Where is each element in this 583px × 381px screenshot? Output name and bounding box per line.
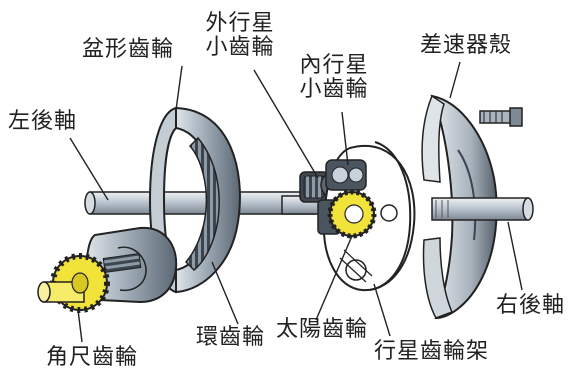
leader-ring-gear [211, 261, 239, 325]
label-inner-planet-line2: 小齒輪 [299, 77, 369, 102]
label-ring-gear: 環齒輪 [196, 325, 266, 350]
label-ring-bevel-gear: 盆形齒輪 [82, 37, 175, 62]
case-bolt [479, 107, 523, 127]
label-inner-planet: 內行星 小齒輪 [296, 54, 372, 102]
label-right-axle: 右後軸 [496, 293, 566, 318]
leader-lines [69, 61, 523, 343]
sun-gear [327, 189, 377, 239]
label-outer-planet-line1: 外行星 [205, 11, 275, 36]
left-axle-shaft [84, 191, 316, 215]
leader-left-axle [69, 137, 109, 201]
label-inner-planet-line1: 內行星 [299, 53, 369, 78]
leader-planet-carrier [373, 283, 391, 337]
leader-pinion-gear [77, 309, 83, 343]
right-axle-shaft [431, 197, 534, 221]
leader-right-axle [507, 221, 523, 291]
leader-ring-bevel-gear [175, 65, 183, 111]
label-pinion-gear: 角尺齒輪 [46, 345, 139, 370]
label-left-axle: 左後軸 [8, 109, 78, 134]
leader-inner-planet [341, 111, 349, 166]
pinion-gear [37, 253, 110, 313]
leader-sun-gear [315, 235, 353, 321]
label-planet-carrier: 行星齒輪架 [374, 339, 490, 364]
inner-planet-pinions [317, 159, 367, 235]
label-outer-planet-line2: 小齒輪 [205, 35, 275, 60]
label-diff-case: 差速器殼 [420, 33, 513, 58]
leader-diff-case [449, 61, 461, 99]
leader-outer-planet [253, 69, 319, 179]
label-outer-planet: 外行星 小齒輪 [202, 12, 278, 60]
label-sun-gear: 太陽齒輪 [276, 317, 369, 342]
